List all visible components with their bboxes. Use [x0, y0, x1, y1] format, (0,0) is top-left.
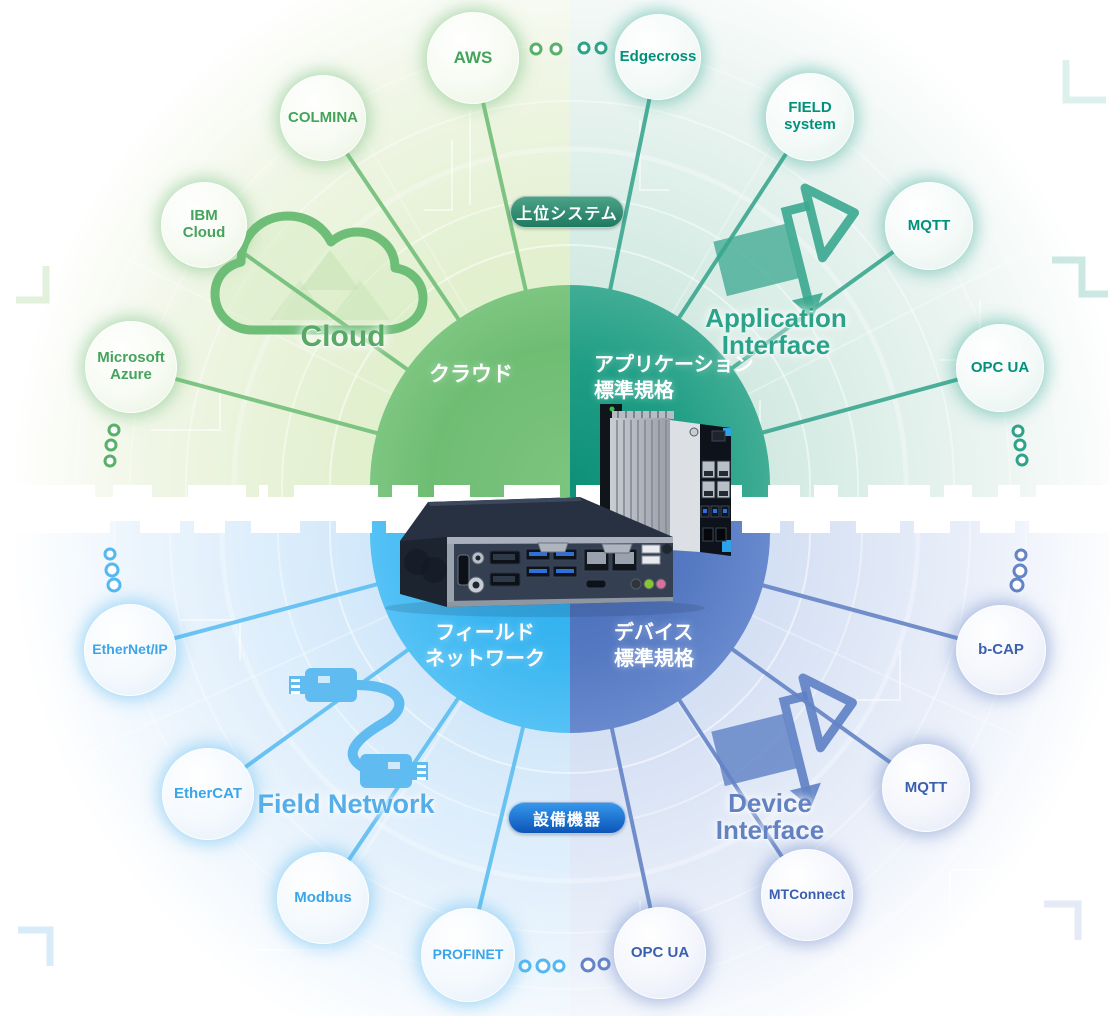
corner-glyphs-lower	[18, 900, 1082, 966]
node-ethercat: EtherCAT	[162, 748, 254, 840]
field-inner-label-line1: フィールド	[435, 622, 535, 644]
device-inner-label-line1: デバイス	[614, 622, 694, 644]
node-opc-ua-device: OPC UA	[614, 907, 706, 999]
connector-dots-upper	[103, 41, 1029, 468]
application-interface-label: Application Interface	[666, 303, 886, 361]
box-pc-image	[385, 497, 705, 617]
node-b-cap: b-CAP	[956, 605, 1046, 695]
ethernet-cable-icon	[289, 668, 428, 788]
swap-arrows-icon	[713, 183, 859, 318]
application-inner-label: アプリケーション 標準規格	[594, 352, 774, 404]
node-mqtt-application: MQTT	[885, 182, 973, 270]
field-inner-label-line2: ネットワーク	[425, 648, 545, 670]
field-network-label: Field Network	[257, 789, 435, 819]
equipment-badge: 設備機器	[508, 802, 626, 834]
application-interface-label-line1: Application	[705, 303, 847, 333]
node-ibm-cloud: IBM Cloud	[161, 182, 247, 268]
node-microsoft-azure: Microsoft Azure	[85, 321, 177, 413]
node-opc-ua-application: OPC UA	[956, 324, 1044, 412]
node-field-system: FIELD system	[766, 73, 854, 161]
node-edgecross: Edgecross	[615, 14, 701, 100]
cloud-inner-label: クラウド	[429, 363, 513, 386]
cloud-icon	[210, 211, 428, 335]
application-inner-label-line2: 標準規格	[594, 380, 674, 402]
node-profinet: PROFINET	[421, 908, 515, 1002]
upper-system-badge: 上位システム	[510, 196, 624, 228]
connector-dots-lower	[103, 547, 1028, 974]
node-aws: AWS	[427, 12, 519, 104]
cloud-quadrant-disc	[370, 285, 570, 497]
device-interface-label-line1: Device	[728, 788, 812, 818]
node-mqtt-device: MQTT	[882, 744, 970, 832]
node-ethernet-ip: EtherNet/IP	[84, 604, 176, 696]
field-inner-label: フィールド ネットワーク	[405, 620, 565, 672]
application-inner-label-line1: アプリケーション	[594, 354, 754, 376]
application-interface-label-line2: Interface	[721, 330, 831, 361]
device-interface-label: Device Interface	[660, 788, 880, 846]
node-colmina: COLMINA	[280, 75, 366, 161]
device-inner-label: デバイス 標準規格	[614, 620, 744, 672]
node-modbus: Modbus	[277, 852, 369, 944]
device-inner-label-line2: 標準規格	[614, 648, 694, 670]
corner-glyphs-upper	[16, 60, 1108, 304]
device-interface-label-line2: Interface	[715, 815, 825, 846]
node-mtconnect: MTConnect	[761, 849, 853, 941]
cloud-label: Cloud	[300, 320, 386, 353]
